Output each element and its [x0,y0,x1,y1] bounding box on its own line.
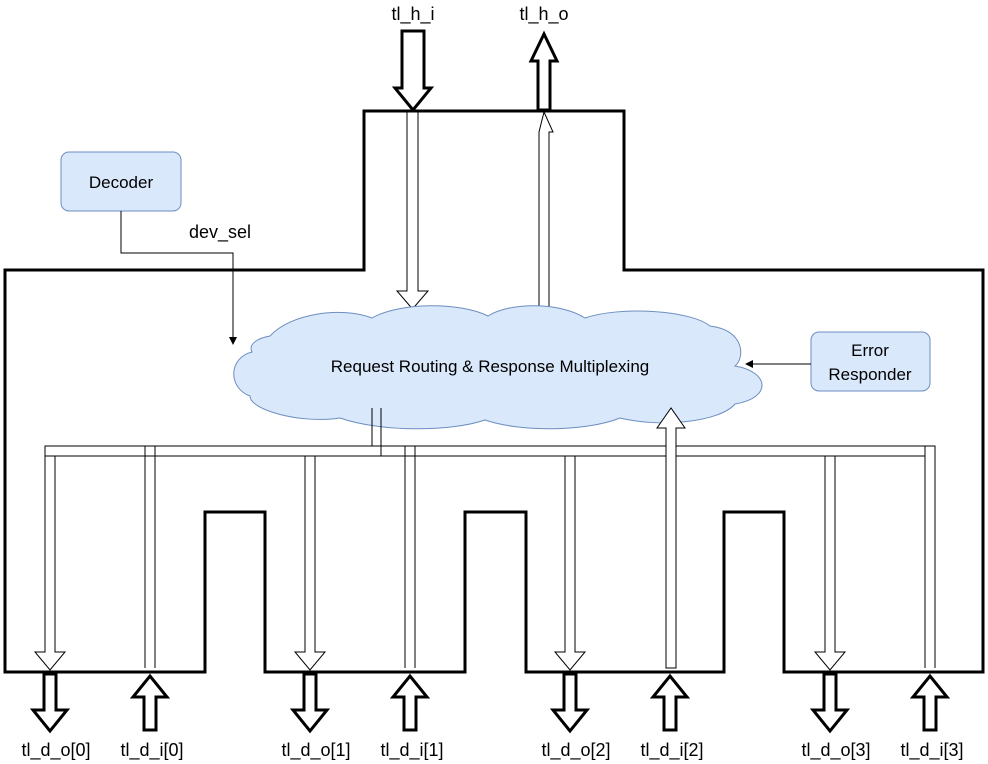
device-in-label-0: tl_d_i[0] [120,740,183,761]
request-bus-inner [54,408,926,668]
device-in-label-1: tl_d_i[1] [380,740,443,761]
host-request-arrow [395,111,430,310]
device-request-arrow-1 [293,455,327,671]
device-out-label-0: tl_d_o[0] [21,740,90,761]
router-label: Request Routing & Response Multiplexing [331,357,649,376]
device-out-arrow-2 [549,672,591,734]
module-outline [3,109,985,674]
device-in-arrow-3 [909,673,951,732]
device-request-arrow-2 [553,455,587,671]
device-in-arrow-0 [129,673,171,732]
host-out-label: tl_h_o [519,4,568,25]
device-port-arrows [29,672,951,734]
device-in-arrow-1 [389,673,431,732]
device-response-line-3 [924,446,936,668]
device-in-label-3: tl_d_i[3] [900,740,963,761]
device-out-arrow-0 [29,672,71,734]
host-in-label: tl_h_i [391,4,434,25]
device-out-label-3: tl_d_o[3] [801,740,870,761]
error-responder-node [810,331,931,392]
decoder-label: Decoder [89,173,154,192]
host-in-arrow [391,29,435,113]
device-in-arrow-2 [649,673,691,732]
device-internal-arrows [33,446,936,671]
host-out-arrow [528,30,560,112]
dev-sel-wire [120,211,237,345]
request-bus-outer [44,408,936,668]
dev-sel-label: dev_sel [189,222,251,243]
device-out-label-2: tl_d_o[2] [541,740,610,761]
device-out-arrow-1 [289,672,331,734]
device-out-arrow-3 [809,672,851,734]
device-request-arrow-3 [813,455,847,671]
host-response-arrow [538,110,554,321]
device-request-arrow-0 [33,455,67,671]
error-responder-label-line2: Responder [828,365,912,384]
device-response-arrow-2 [656,407,686,669]
router-cloud [233,305,763,430]
error-responder-label-line1: Error [851,341,889,360]
device-port-labels: tl_d_o[0] tl_d_i[0] tl_d_o[1] tl_d_i[1] tl_d… [21,740,963,761]
device-response-line-0 [144,446,156,668]
device-out-label-1: tl_d_o[1] [281,740,350,761]
device-response-line-1 [404,446,416,668]
device-in-label-2: tl_d_i[2] [640,740,703,761]
